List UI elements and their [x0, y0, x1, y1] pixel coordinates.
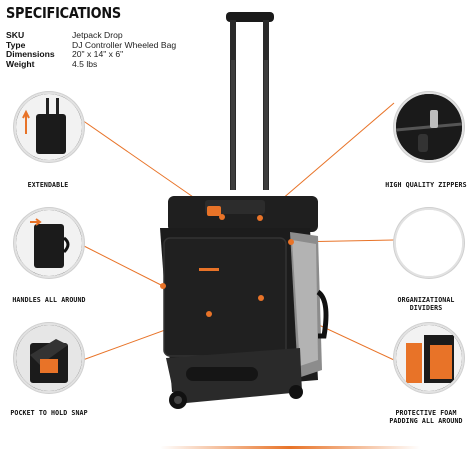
caption-pocket: POCKET TO HOLD SNAP — [10, 409, 88, 417]
bag-body — [160, 196, 329, 409]
spec-value: 4.5 lbs — [72, 58, 98, 69]
spec-key: Type — [6, 39, 26, 50]
spec-row-weight: Weight 4.5 lbs — [6, 58, 176, 70]
dividers-image — [396, 210, 462, 276]
spec-row-type: Type DJ Controller Wheeled Bag — [6, 39, 177, 51]
caption-foam: PROTECTIVE FOAM PADDING ALL AROUND — [389, 409, 463, 425]
callout-dots — [160, 214, 294, 317]
spec-key: Weight — [6, 58, 35, 69]
handles-circle — [14, 208, 84, 278]
foam-circle — [394, 323, 464, 393]
caption-zippers: HIGH QUALITY ZIPPERS — [385, 181, 467, 189]
caption-dividers: ORGANIZATIONAL DIVIDERS — [397, 296, 455, 312]
spec-key: SKU — [6, 30, 25, 40]
extendable-image — [16, 94, 82, 160]
foam-image — [396, 325, 462, 391]
spec-value: Jetpack Drop — [72, 30, 123, 40]
spec-row-dimensions: Dimensions 20" x 14" x 6" — [6, 50, 176, 60]
spec-value: DJ Controller Wheeled Bag — [72, 39, 177, 50]
pocket-image — [16, 325, 82, 391]
spec-row-sku: SKU Jetpack Drop — [6, 30, 176, 41]
spec-table: SKU Jetpack Drop Type DJ Controller Whee… — [6, 30, 177, 70]
accent-divider — [160, 446, 420, 449]
zippers-image — [396, 94, 462, 160]
extendable-circle — [14, 92, 84, 162]
spec-value: 20" x 14" x 6" — [72, 49, 124, 60]
dividers-circle — [394, 208, 464, 278]
handles-image — [16, 210, 82, 276]
zippers-circle — [394, 92, 464, 162]
spec-key: Dimensions — [6, 49, 55, 60]
telescoping-handle — [226, 12, 274, 190]
caption-handles: HANDLES ALL AROUND — [12, 296, 86, 304]
pocket-circle — [14, 323, 84, 393]
caption-extendable: EXTENDABLE — [27, 181, 69, 189]
page-title: SPECIFICATIONS — [6, 4, 121, 22]
